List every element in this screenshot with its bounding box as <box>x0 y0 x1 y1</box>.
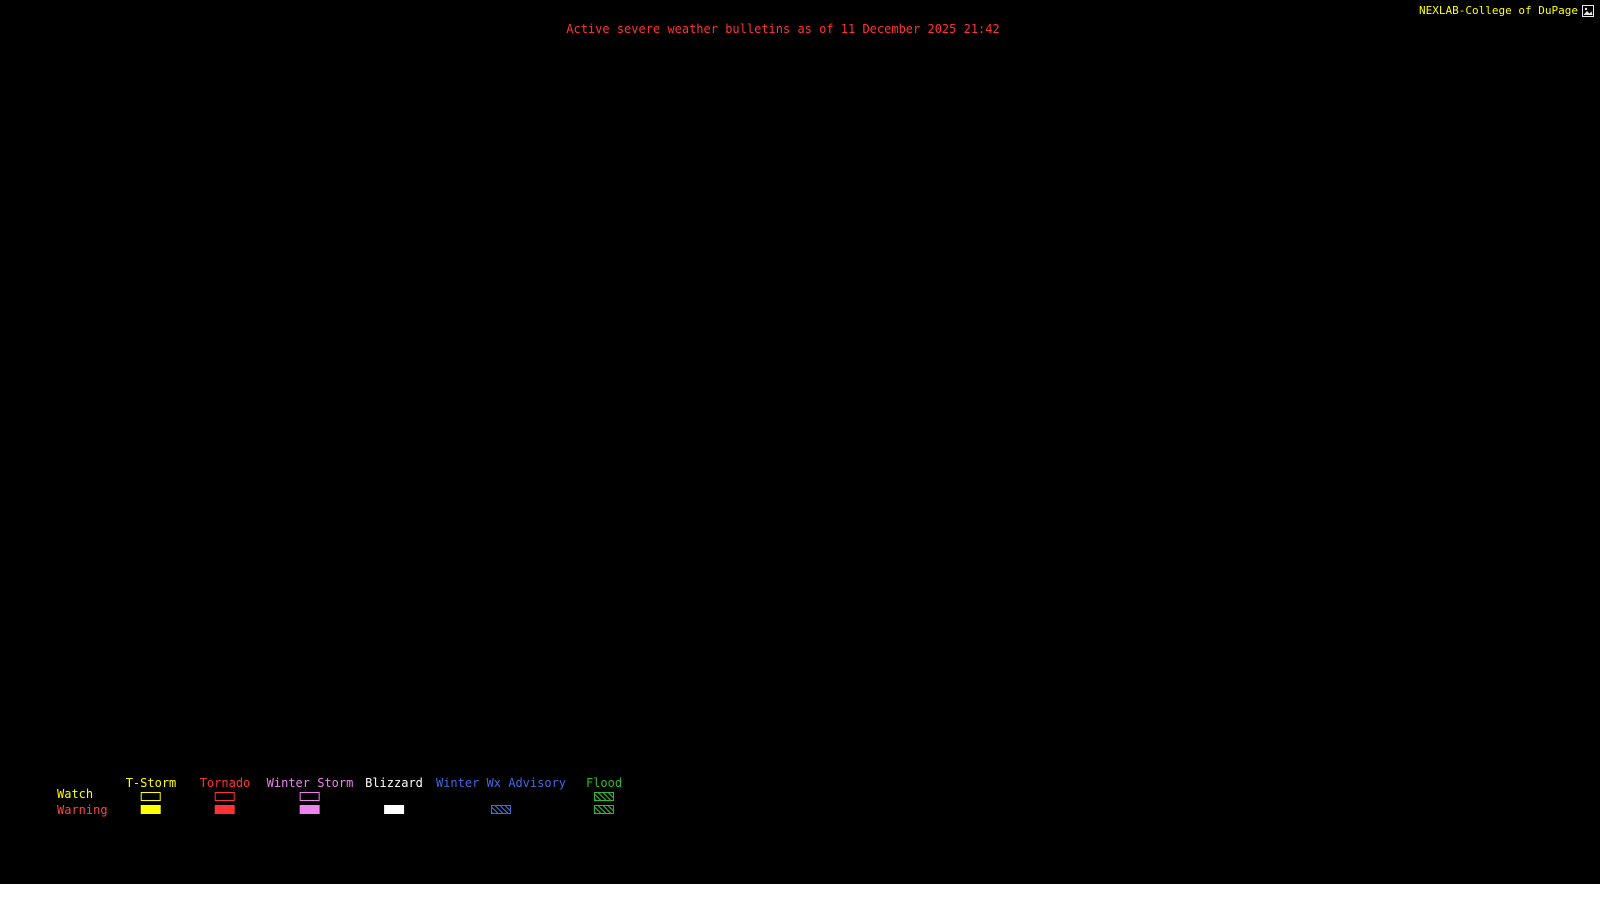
map-title: Active severe weather bulletins as of 11… <box>566 22 1000 36</box>
branding: NEXLAB-College of DuPage <box>1419 4 1594 18</box>
legend-row-label-warning: Warning <box>57 803 108 817</box>
warning-swatch <box>594 805 614 814</box>
legend-column-label: T-Storm <box>125 776 177 790</box>
warning-swatch <box>214 805 235 814</box>
watch-swatch <box>299 792 320 801</box>
legend-column-winter-storm: Winter Storm <box>266 776 354 814</box>
warning-swatch <box>140 805 161 814</box>
watch-swatch <box>140 792 161 801</box>
legend-column-label: Blizzard <box>365 776 423 790</box>
legend-column-blizzard: Blizzard <box>365 776 423 814</box>
legend-column-tornado: Tornado <box>199 776 251 814</box>
legend-column-tstorm: T-Storm <box>125 776 177 814</box>
warning-swatch <box>383 805 404 814</box>
map-area <box>0 40 1600 760</box>
legend-column-label: Tornado <box>199 776 251 790</box>
warning-swatch <box>299 805 320 814</box>
legend-column-label: Flood <box>585 776 623 790</box>
legend-column-label: Winter Wx Advisory <box>435 776 567 790</box>
legend-column-flood: Flood <box>586 776 622 814</box>
warning-swatch <box>490 805 511 814</box>
legend-row-label-watch: Watch <box>57 787 94 801</box>
page-gutter <box>0 884 1600 900</box>
watch-swatch <box>594 792 614 801</box>
legend: Watch Warning T-Storm Tornado Winter Sto… <box>0 770 1600 830</box>
cod-logo-icon <box>1582 4 1594 18</box>
legend-column-winter-wx-advisory: Winter Wx Advisory <box>436 776 566 814</box>
legend-column-label: Winter Storm <box>266 776 354 790</box>
watch-swatch <box>214 792 235 801</box>
branding-text: NEXLAB-College of DuPage <box>1419 4 1578 17</box>
